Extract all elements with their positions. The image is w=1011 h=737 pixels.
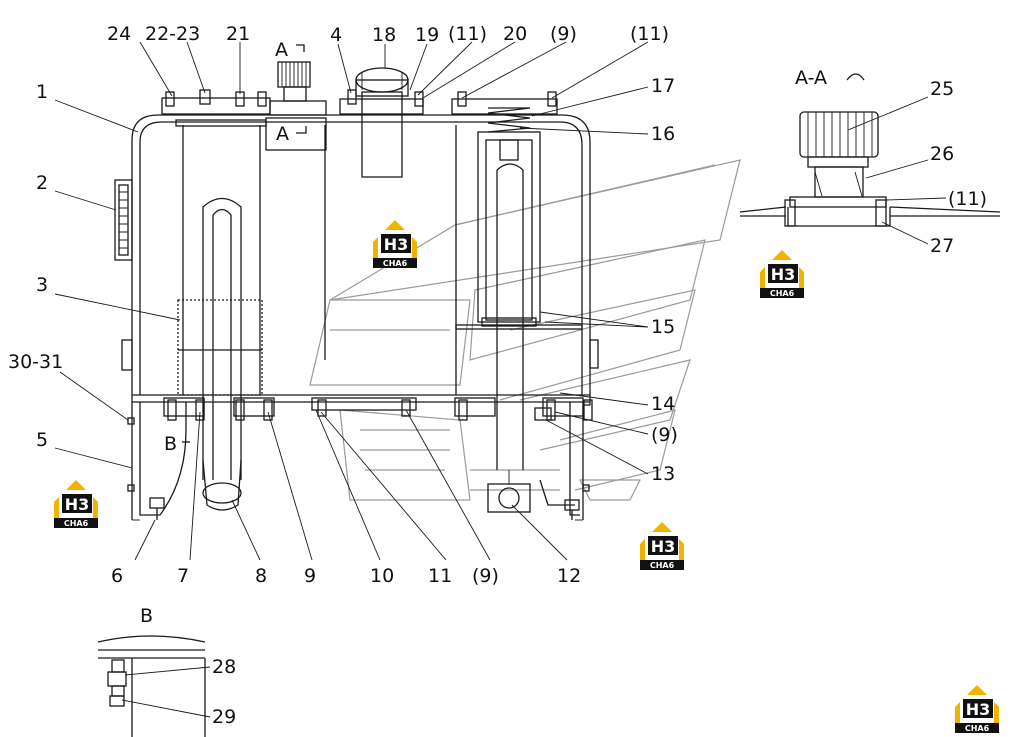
filter-compartment-right (455, 107, 583, 513)
label-8: 8 (255, 565, 267, 587)
svg-text:H3: H3 (65, 495, 90, 514)
label-24: 24 (107, 23, 131, 45)
mounting-bracket (139, 402, 580, 520)
svg-text:CHA6: CHA6 (965, 724, 990, 733)
detail-view-b (97, 635, 211, 737)
section-mark-labels: A A B A-A B (140, 39, 827, 627)
watermark-logo-2: H3 CHA6 (760, 250, 804, 298)
section-a-mid: A (276, 123, 289, 145)
label-9-right: (9) (651, 424, 678, 446)
label-19: 19 (415, 24, 439, 46)
leader-lines (54, 41, 649, 561)
level-gauge (114, 179, 599, 371)
label-25: 25 (930, 78, 954, 100)
bottom-flanges (163, 397, 584, 421)
watermark-logo-4: H3 CHA6 (640, 522, 684, 570)
watermark-logo-1: H3 CHA6 (373, 220, 417, 268)
label-27: 27 (930, 235, 954, 257)
svg-text:H3: H3 (384, 235, 409, 254)
breather-cap-top (265, 61, 327, 151)
label-21: 21 (226, 23, 250, 45)
label-15: 15 (651, 316, 675, 338)
svg-text:H3: H3 (771, 265, 796, 284)
tank-left-compartment (175, 119, 267, 396)
svg-text:CHA6: CHA6 (650, 561, 675, 570)
label-12: 12 (557, 565, 581, 587)
label-9-bottom: (9) (472, 565, 499, 587)
label-13: 13 (651, 463, 675, 485)
label-28: 28 (212, 656, 236, 678)
tank-body (131, 97, 591, 521)
watermark-ghost-lines (309, 159, 741, 501)
label-6: 6 (111, 565, 123, 587)
section-aa-view: A-A (795, 67, 827, 89)
svg-text:H3: H3 (966, 700, 991, 719)
section-b-view: B (140, 605, 153, 627)
label-11-detail: (11) (948, 188, 987, 210)
section-markers (182, 44, 865, 443)
label-1: 1 (36, 81, 48, 103)
label-29: 29 (212, 706, 236, 728)
label-9-top: (9) (550, 23, 577, 45)
label-3: 3 (36, 274, 48, 296)
label-20: 20 (503, 23, 527, 45)
label-11: 11 (428, 565, 452, 587)
filler-tube (324, 67, 409, 360)
svg-text:H3: H3 (651, 537, 676, 556)
watermark-logo-5: H3 CHA6 (955, 685, 999, 733)
label-7: 7 (177, 565, 189, 587)
svg-text:CHA6: CHA6 (770, 289, 795, 298)
bolts (127, 89, 593, 492)
label-22-23: 22-23 (145, 23, 200, 45)
label-10: 10 (370, 565, 394, 587)
section-b-mark: B (164, 433, 177, 455)
label-17: 17 (651, 75, 675, 97)
label-26: 26 (930, 143, 954, 165)
label-14: 14 (651, 393, 675, 415)
svg-text:CHA6: CHA6 (64, 519, 89, 528)
label-11-right: (11) (630, 23, 669, 45)
detail-view-aa (739, 96, 1001, 245)
label-5: 5 (36, 429, 48, 451)
label-4: 4 (330, 24, 342, 46)
label-16: 16 (651, 123, 675, 145)
label-30-31: 30-31 (8, 351, 63, 373)
label-2: 2 (36, 172, 48, 194)
callout-labels: 24 22-23 21 4 18 19 (11) 20 (9) (11) 1 2… (8, 23, 987, 728)
svg-text:CHA6: CHA6 (383, 259, 408, 268)
watermark-logo-3: H3 CHA6 (54, 480, 98, 528)
suction-pipe (202, 197, 242, 511)
label-11-top: (11) (448, 23, 487, 45)
section-a-top: A (275, 39, 288, 61)
label-9: 9 (304, 565, 316, 587)
label-18: 18 (372, 24, 396, 46)
